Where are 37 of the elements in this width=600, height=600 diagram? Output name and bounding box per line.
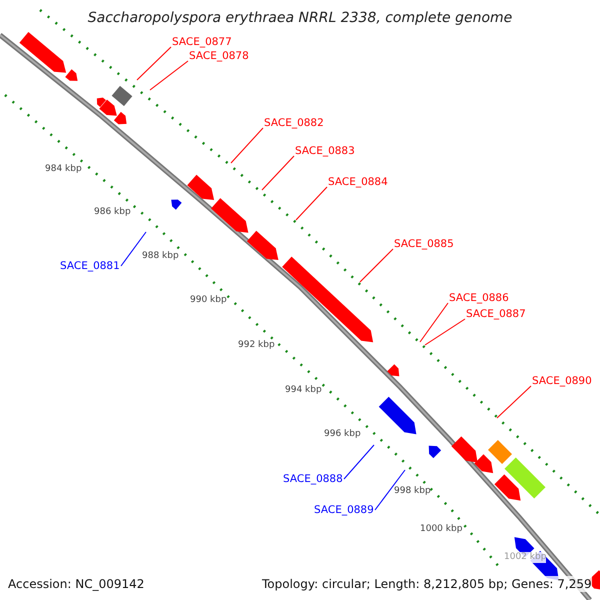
scale-label: 998 kbp bbox=[394, 486, 431, 497]
leader-line bbox=[496, 386, 532, 418]
leader-line bbox=[150, 60, 188, 90]
gene-label: SACE_0886 bbox=[449, 292, 509, 304]
gene-label: SACE_0884 bbox=[328, 176, 388, 188]
leader-line bbox=[262, 156, 294, 190]
leader-line bbox=[120, 232, 146, 266]
gene-label: SACE_0885 bbox=[394, 238, 454, 250]
scale-label: 984 kbp bbox=[45, 164, 82, 175]
gene-label: SACE_0889 bbox=[314, 504, 374, 516]
scale-label: 986 kbp bbox=[94, 207, 131, 218]
scale-label: 1000 kbp bbox=[420, 524, 462, 535]
scale-label: 990 kbp bbox=[190, 295, 227, 306]
gene-label: SACE_0877 bbox=[172, 36, 232, 48]
title: Saccharopolyspora erythraea NRRL 2338, complete genome bbox=[86, 10, 514, 26]
scale-label: 994 kbp bbox=[285, 385, 322, 396]
footer-text: Topology: circular; Length: 8,212,805 bp; Genes: 7,259 bbox=[262, 576, 592, 592]
scale-label: 992 kbp bbox=[238, 340, 275, 351]
leader-line bbox=[296, 186, 328, 220]
gene-label: SACE_0883 bbox=[295, 145, 355, 157]
gene-label: SACE_0888 bbox=[283, 473, 343, 485]
scale-label: 1002 kbp bbox=[504, 552, 546, 563]
leader-line bbox=[344, 444, 374, 480]
leader-line bbox=[230, 128, 264, 164]
gene-label: SACE_0890 bbox=[532, 375, 592, 387]
gene-label: SACE_0887 bbox=[466, 308, 526, 320]
scale-label: 996 kbp bbox=[324, 429, 361, 440]
leader-line bbox=[136, 46, 172, 80]
gene-label: SACE_0878 bbox=[189, 50, 249, 62]
scale-label: 988 kbp bbox=[142, 251, 179, 262]
leader-line bbox=[424, 318, 466, 346]
leader-line bbox=[420, 302, 448, 342]
gene-label: SACE_0882 bbox=[264, 117, 324, 129]
gene-label: SACE_0881 bbox=[60, 260, 120, 272]
leader-line bbox=[360, 248, 394, 282]
leader-line bbox=[374, 470, 406, 510]
footer-text: Accession: NC_009142 bbox=[8, 576, 144, 592]
